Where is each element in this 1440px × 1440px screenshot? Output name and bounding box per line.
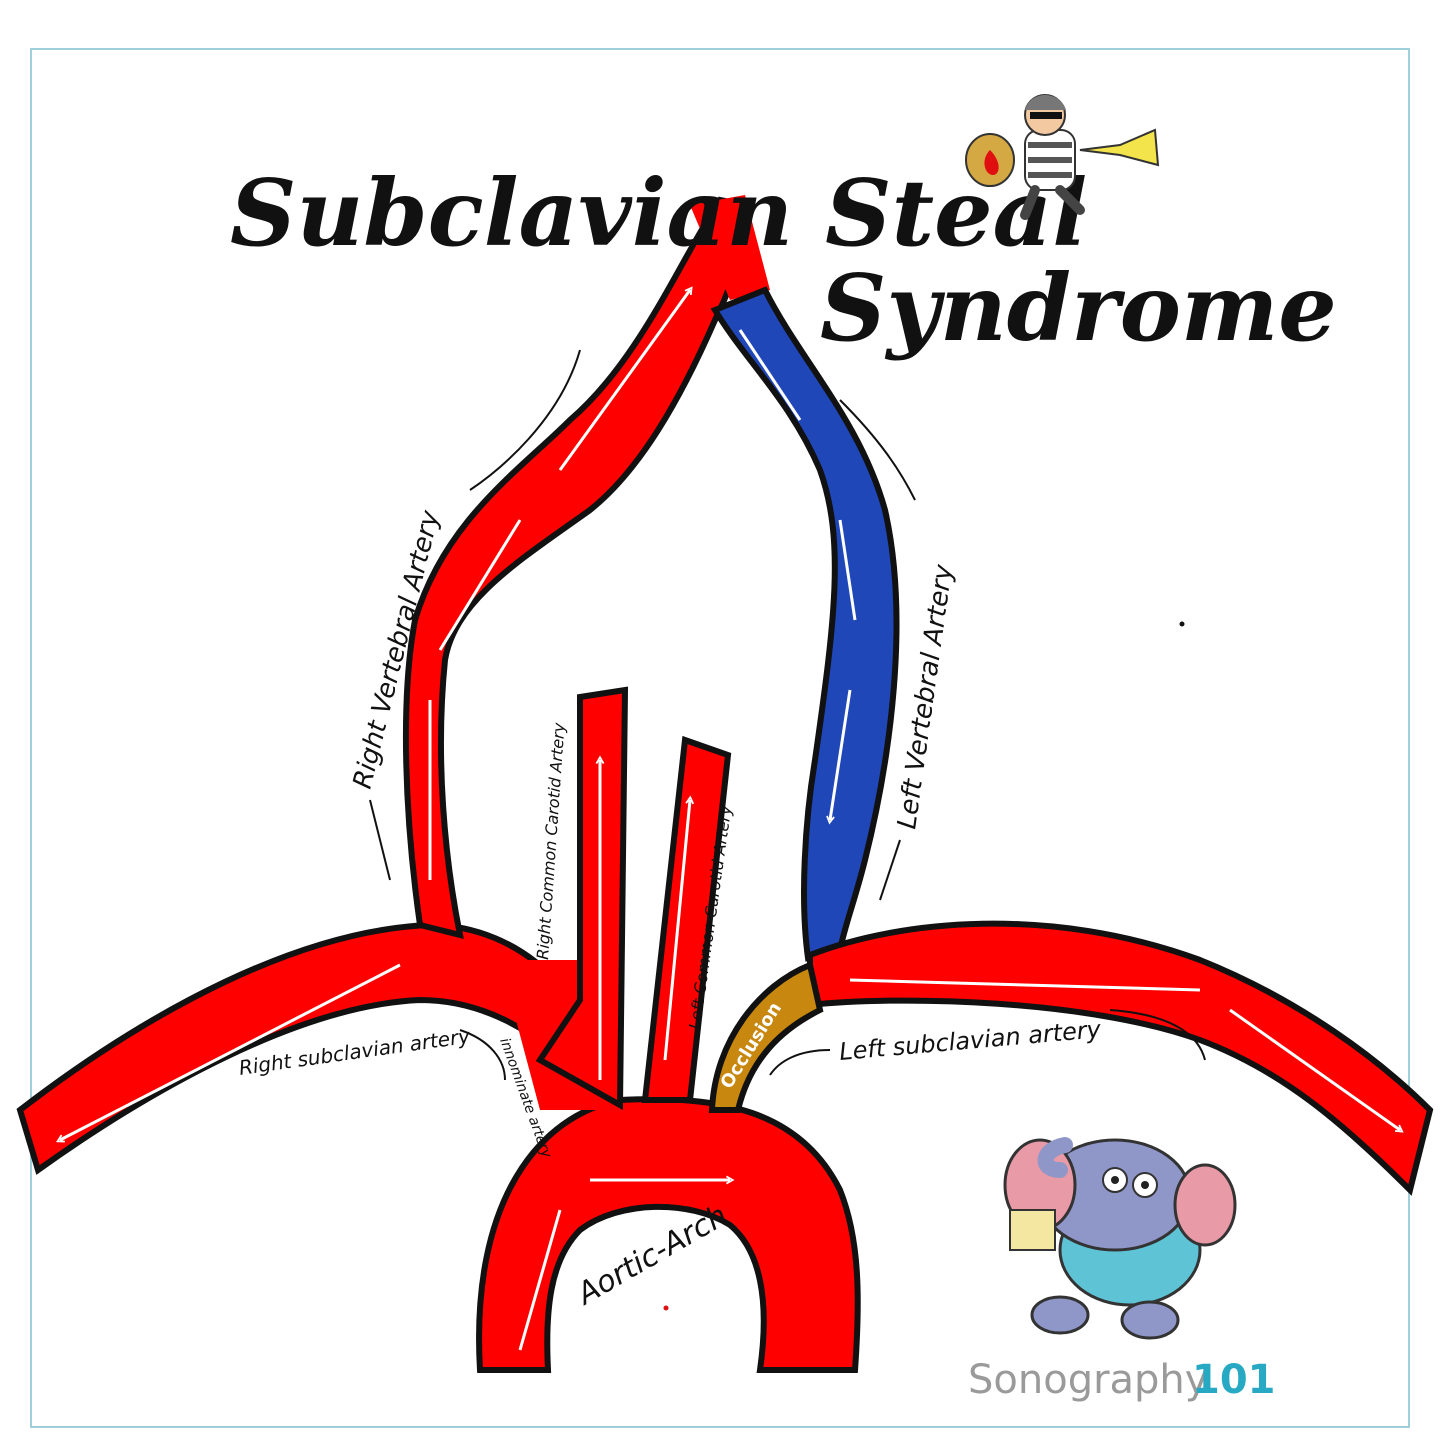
leader-left-vertebral [839, 399, 916, 501]
leader-left-vertebral-lower [879, 839, 901, 901]
label-leaders [369, 349, 1206, 1081]
arrows-left-vertebral-downward [738, 329, 857, 820]
arrows-right-subclavian [55, 963, 401, 1143]
leader-right-subclavian [459, 1029, 506, 1081]
basilar-junction [690, 195, 770, 300]
brand-name: Sonography [968, 1357, 1208, 1403]
aortic-arch-shape [476, 1096, 861, 1373]
stray-dot-red [663, 1305, 669, 1311]
leader-left-subclavian [1109, 1009, 1206, 1061]
left-common-carotid-artery [641, 735, 732, 1103]
label-right-cca: Right Common Carotid Artery [533, 722, 569, 961]
label-left-subclavian: Left subclavian artery [838, 1015, 1103, 1066]
elephant-mascot-icon [1003, 1137, 1237, 1340]
leader-right-vertebral [469, 349, 581, 491]
left-subclavian-artery [807, 920, 1434, 1196]
arrows-left-subclavian [849, 978, 1400, 1130]
aortic-arch [476, 1096, 861, 1373]
brand-number: 101 [1192, 1357, 1276, 1403]
flow-arrows [55, 290, 1400, 1351]
burglar-thief-icon [965, 94, 1160, 220]
arrows-aortic-arch [518, 1180, 730, 1351]
leader-right-vertebral-lower [369, 799, 391, 881]
stray-dot [1179, 621, 1185, 627]
border-frame [30, 48, 1410, 1428]
left-vertebral-artery [710, 286, 900, 962]
arrows-left-cca [663, 795, 695, 1061]
right-common-carotid-artery [535, 686, 629, 1111]
title-line1: Subclavian Steal [230, 159, 1087, 267]
arrows-right-vertebral-upward [428, 290, 690, 880]
occlusion-segment [708, 960, 824, 1113]
leader-left-subclavian-left [769, 1049, 831, 1076]
label-left-vertebral: Left Vertebral Artery [892, 562, 959, 831]
title-line2: Syndrome [820, 254, 1337, 362]
